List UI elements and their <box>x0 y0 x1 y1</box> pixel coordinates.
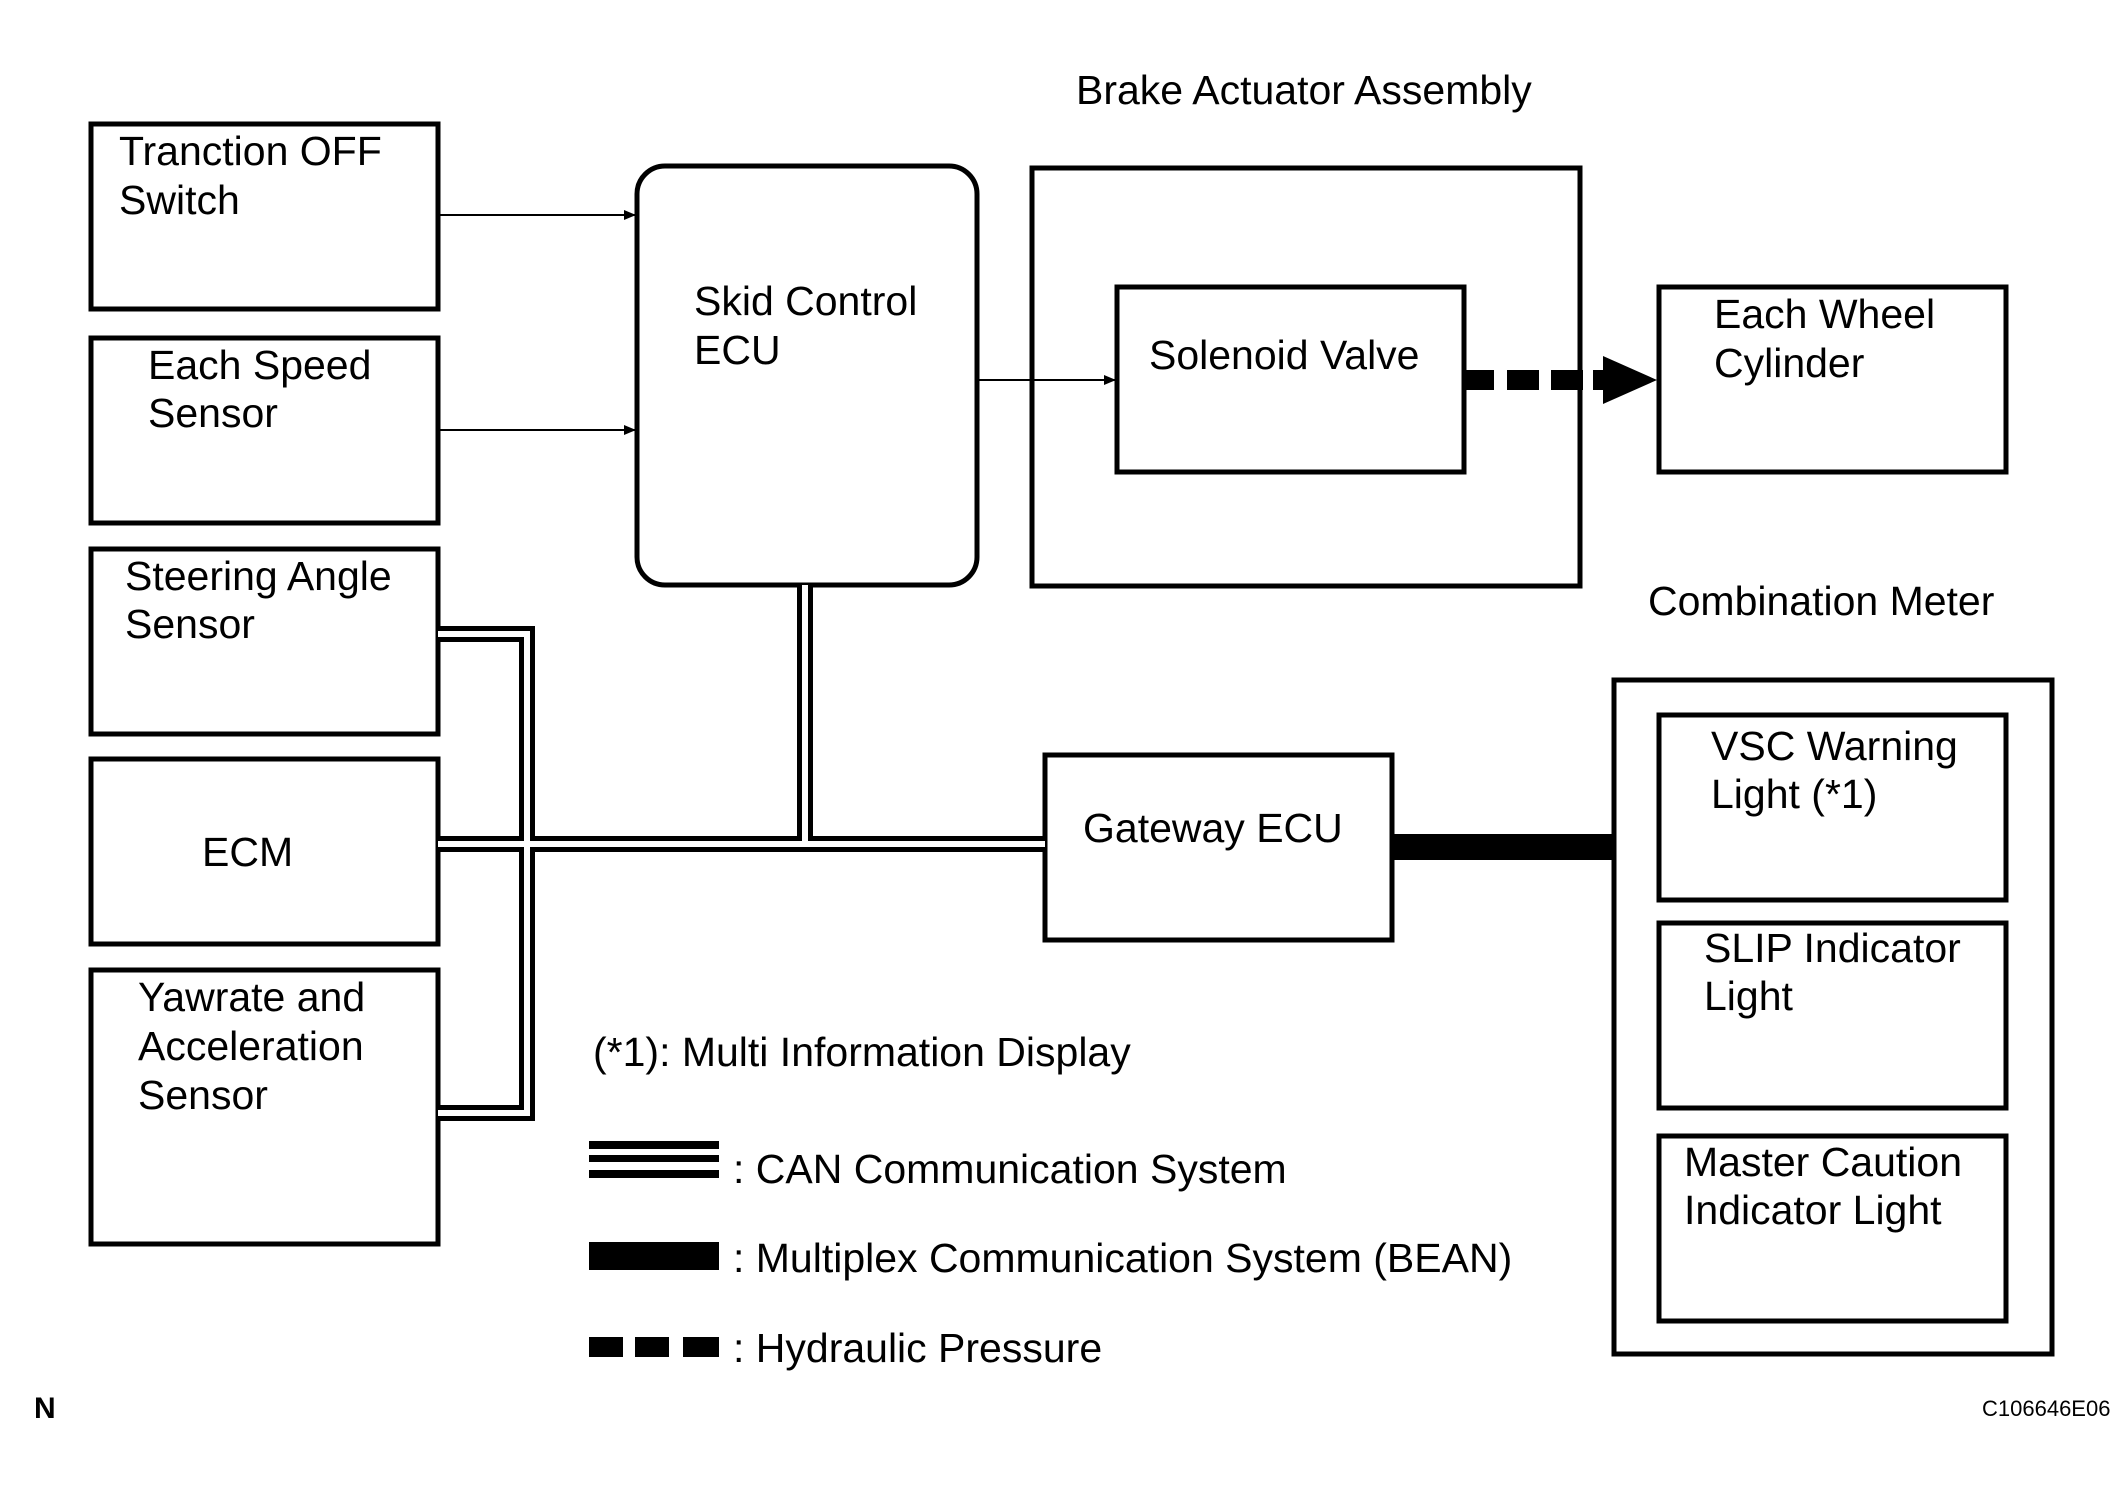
combination-meter-label: Combination Meter <box>1648 578 1994 624</box>
brake-actuator-assembly-label: Brake Actuator Assembly <box>1076 67 1532 113</box>
slip-indicator-light-box <box>1656 920 2009 1111</box>
steering-angle-sensor-box <box>88 546 441 737</box>
master-caution-light-label: Master Caution Indicator Light <box>1684 1139 1973 1233</box>
steering-angle-sensor-label: Steering Angle Sensor <box>125 553 403 647</box>
wheel-cylinder-label: Each Wheel Cylinder <box>1714 291 1946 386</box>
slip-indicator-light-label: SLIP Indicator Light <box>1704 925 1972 1019</box>
gateway-ecu-label: Gateway ECU <box>1083 805 1343 851</box>
legend: : CAN Communication System : Multiplex C… <box>589 1141 1512 1371</box>
skid-control-ecu-label: Skid Control ECU <box>694 278 929 373</box>
can-bus <box>438 585 1045 1121</box>
yawrate-sensor-label: Yawrate and Acceleration Sensor <box>138 974 377 1118</box>
speed-sensor-box <box>88 335 441 526</box>
speed-sensor-label: Each Speed Sensor <box>148 342 383 436</box>
solenoid-valve-box <box>1114 284 1467 475</box>
legend-can-symbol <box>589 1141 719 1178</box>
hydraulic-pressure-line <box>1466 356 1657 404</box>
legend-bean-symbol <box>589 1242 719 1270</box>
ecm-label: ECM <box>202 829 293 875</box>
corner-mark: N <box>34 1392 56 1425</box>
bean-bus <box>1392 834 1614 860</box>
solenoid-valve-label: Solenoid Valve <box>1149 332 1419 378</box>
wheel-cylinder-box <box>1656 284 2009 475</box>
master-caution-light-box <box>1656 1133 2009 1324</box>
traction-off-switch-box <box>88 121 441 312</box>
figure-code: C106646E06 <box>1982 1396 2110 1421</box>
skid-control-ecu-box <box>634 163 980 588</box>
legend-hydraulic-label: : Hydraulic Pressure <box>733 1325 1102 1371</box>
footnote: (*1): Multi Information Display <box>593 1029 1131 1075</box>
legend-can-label: : CAN Communication System <box>733 1146 1287 1192</box>
vsc-warning-light-box <box>1656 712 2009 903</box>
legend-hydraulic-symbol <box>589 1337 719 1357</box>
traction-off-switch-label: Tranction OFF Switch <box>119 128 393 223</box>
yawrate-sensor-box <box>88 967 441 1247</box>
vsc-warning-light-label: VSC Warning Light (*1) <box>1711 723 1969 817</box>
legend-bean-label: : Multiplex Communication System (BEAN) <box>733 1235 1512 1281</box>
